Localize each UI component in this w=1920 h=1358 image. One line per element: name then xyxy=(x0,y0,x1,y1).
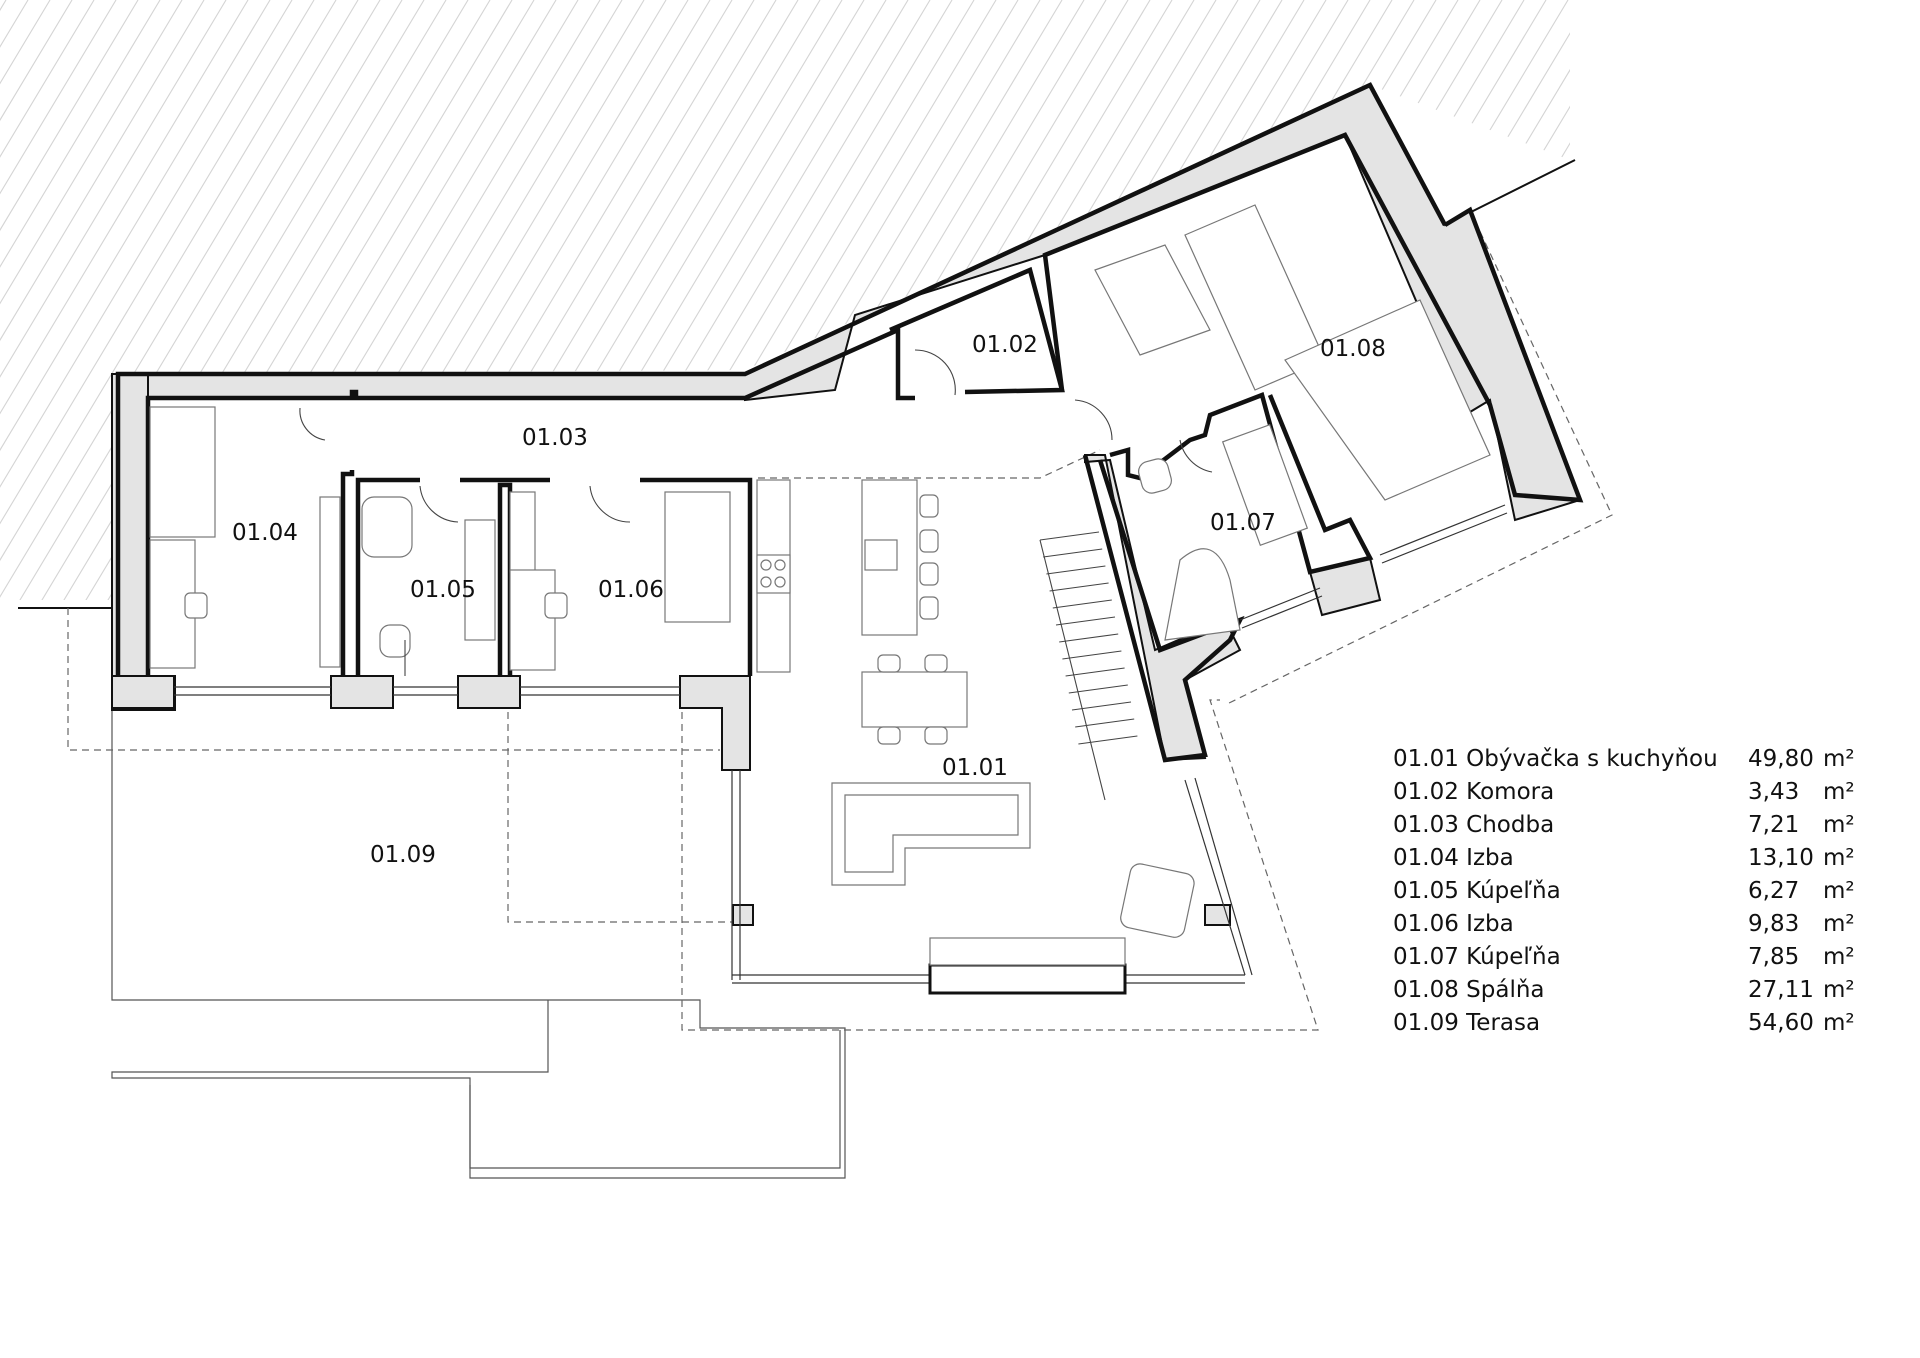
schedule-area-unit: m² xyxy=(1823,779,1855,805)
burner xyxy=(774,559,786,571)
terrace-outline xyxy=(111,700,846,1179)
shelf-0106 xyxy=(509,491,536,573)
partition-0105-0106 xyxy=(497,482,513,676)
partition-0106-top xyxy=(640,477,753,676)
chair-0104 xyxy=(184,592,208,619)
roof-overhang-right xyxy=(1224,209,1613,706)
toilet-0105 xyxy=(379,624,411,658)
wall-line-main xyxy=(145,326,915,676)
partition-0104-0105 xyxy=(340,470,355,676)
desk-0106 xyxy=(509,569,556,671)
basins-0107 xyxy=(1221,423,1309,547)
schedule-room-name: 01.02 Komora xyxy=(1393,779,1555,805)
schedule-room-name: 01.07 Kúpeľňa xyxy=(1393,944,1561,970)
room-label-0107: 01.07 xyxy=(1210,510,1276,536)
vanity-0105 xyxy=(464,519,496,641)
glazing-south xyxy=(174,504,1508,984)
pier-4 xyxy=(679,675,751,771)
schedule-room-area: 6,27 xyxy=(1748,878,1800,904)
room-label-0102: 01.02 xyxy=(972,332,1038,358)
schedule-area-unit: m² xyxy=(1823,944,1855,970)
dining-chairs xyxy=(877,654,948,745)
terrace-outline-2 xyxy=(469,1030,841,1169)
wall-line-bedroom xyxy=(1042,132,1584,503)
burner xyxy=(760,559,772,571)
schedule-area-unit: m² xyxy=(1823,1010,1855,1036)
pier-5 xyxy=(732,904,754,926)
dining-table xyxy=(861,671,968,728)
window-seat xyxy=(929,937,1126,966)
schedule-room-area: 7,21 xyxy=(1748,812,1800,838)
schedule-room-area: 54,60 xyxy=(1748,1010,1814,1036)
bar-stools xyxy=(919,494,939,620)
fireplace-bar xyxy=(928,963,1127,995)
schedule-room-name: 01.03 Chodba xyxy=(1393,812,1555,838)
schedule-area-unit: m² xyxy=(1823,977,1855,1003)
door-swings xyxy=(299,349,1213,676)
wc-0107 xyxy=(1138,458,1172,494)
burner xyxy=(760,576,772,588)
schedule-room-name: 01.09 Terasa xyxy=(1393,1010,1541,1036)
schedule-area-unit: m² xyxy=(1823,845,1855,871)
shelf-0104 xyxy=(319,496,341,668)
schedule-room-area: 13,10 xyxy=(1748,845,1814,871)
bed-0106 xyxy=(664,491,731,623)
bath07-wall-block xyxy=(1308,556,1382,617)
schedule-area-unit: m² xyxy=(1823,878,1855,904)
wall-line-bath07-inner xyxy=(1109,392,1374,575)
room-label-0103: 01.03 xyxy=(522,425,588,451)
room-label-0101: 01.01 xyxy=(942,755,1008,781)
room-label-0104: 01.04 xyxy=(232,520,298,546)
schedule-room-area: 3,43 xyxy=(1748,779,1800,805)
pier-3 xyxy=(457,675,521,709)
wardrobe-0108 xyxy=(1094,244,1211,356)
room-label-0106: 01.06 xyxy=(598,577,664,603)
schedule-room-name: 01.08 Spálňa xyxy=(1393,977,1545,1003)
room-label-0109: 01.09 xyxy=(370,842,436,868)
pier-1 xyxy=(111,675,175,709)
schedule-area-unit: m² xyxy=(1823,812,1855,838)
roof-overhang-interior xyxy=(758,449,1101,479)
schedule-room-name: 01.06 Izba xyxy=(1393,911,1514,937)
schedule-room-area: 7,85 xyxy=(1748,944,1800,970)
schedule-room-name: 01.05 Kúpeľňa xyxy=(1393,878,1561,904)
burner xyxy=(774,576,786,588)
schedule-room-area: 27,11 xyxy=(1748,977,1814,1003)
terrain-hatch xyxy=(0,0,1570,600)
wall-line-top-outer xyxy=(115,82,1447,676)
wall-line-komora xyxy=(889,266,1065,395)
chair-0106 xyxy=(544,592,568,619)
basin-0105 xyxy=(361,496,413,558)
schedule-room-area: 49,80 xyxy=(1748,746,1814,772)
roof-overhang-left xyxy=(67,608,720,751)
wardrobe-0104 xyxy=(149,406,216,538)
cooktop xyxy=(756,554,791,594)
room-label-0108: 01.08 xyxy=(1320,336,1386,362)
schedule-room-name: 01.04 Izba xyxy=(1393,845,1514,871)
sink xyxy=(864,539,898,571)
armchair xyxy=(1120,863,1195,938)
pier-6 xyxy=(1204,904,1231,926)
roof-overhang-terrace xyxy=(507,700,740,923)
schedule-area-unit: m² xyxy=(1823,746,1855,772)
staircase xyxy=(1039,531,1138,801)
shower-0107 xyxy=(1164,548,1241,641)
schedule-area-unit: m² xyxy=(1823,911,1855,937)
bed-0108-main xyxy=(1284,299,1491,501)
wall-line-bath07 xyxy=(1082,454,1245,763)
partition-0105-left xyxy=(355,477,420,676)
room-label-0105: 01.05 xyxy=(410,577,476,603)
sofa-inner xyxy=(844,794,1019,873)
schedule-room-name: 01.01 Obývačka s kuchyňou xyxy=(1393,746,1718,772)
roof-overhang-main xyxy=(681,699,1319,1031)
pier-2 xyxy=(330,675,394,709)
schedule-room-area: 9,83 xyxy=(1748,911,1800,937)
